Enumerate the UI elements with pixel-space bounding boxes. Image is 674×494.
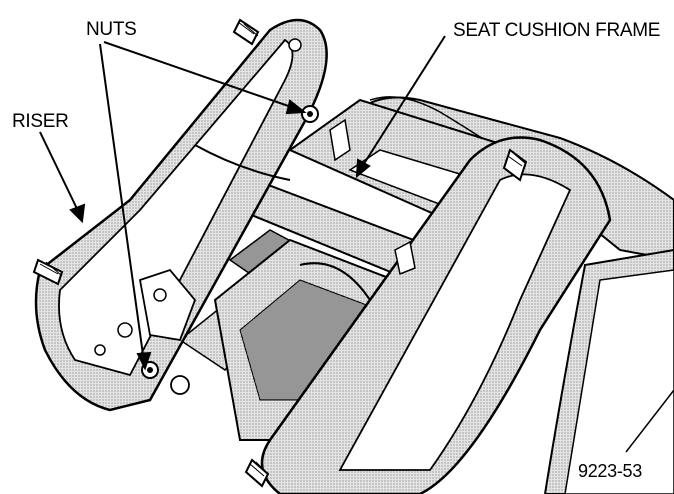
riser-leader <box>39 131 81 216</box>
riser-hole <box>170 375 190 395</box>
figure-number: 9223-53 <box>578 461 642 481</box>
nuts-leader-lower <box>99 43 145 363</box>
stud-top-left <box>232 18 260 46</box>
riser-hole <box>94 344 106 356</box>
leader-arrows <box>39 35 674 453</box>
right-riser-face <box>338 173 572 471</box>
rod <box>194 144 291 181</box>
nut-upper <box>301 105 319 123</box>
riser-label: RISER <box>12 111 69 132</box>
frame-arrowhead <box>355 158 371 179</box>
clip <box>394 240 416 276</box>
left-riser-bracket <box>138 268 197 342</box>
riser-hole <box>117 322 133 338</box>
nuts-arrowhead-lower <box>136 351 152 371</box>
figure-leader <box>625 389 674 453</box>
nuts-arrowhead-upper <box>285 99 307 115</box>
stud-left <box>32 258 64 286</box>
nuts-leader-upper <box>103 41 301 111</box>
nuts-label: NUTS <box>86 19 137 40</box>
clip <box>329 118 351 162</box>
rod <box>299 262 371 301</box>
frame-leader <box>359 35 446 171</box>
stud-bottom <box>244 458 270 488</box>
seat-cushion-frame-label: SEAT CUSHION FRAME <box>453 20 661 41</box>
riser-hole <box>288 38 302 52</box>
stud-right <box>502 148 528 182</box>
riser-arrowhead <box>69 203 86 224</box>
riser-hole <box>153 288 167 302</box>
